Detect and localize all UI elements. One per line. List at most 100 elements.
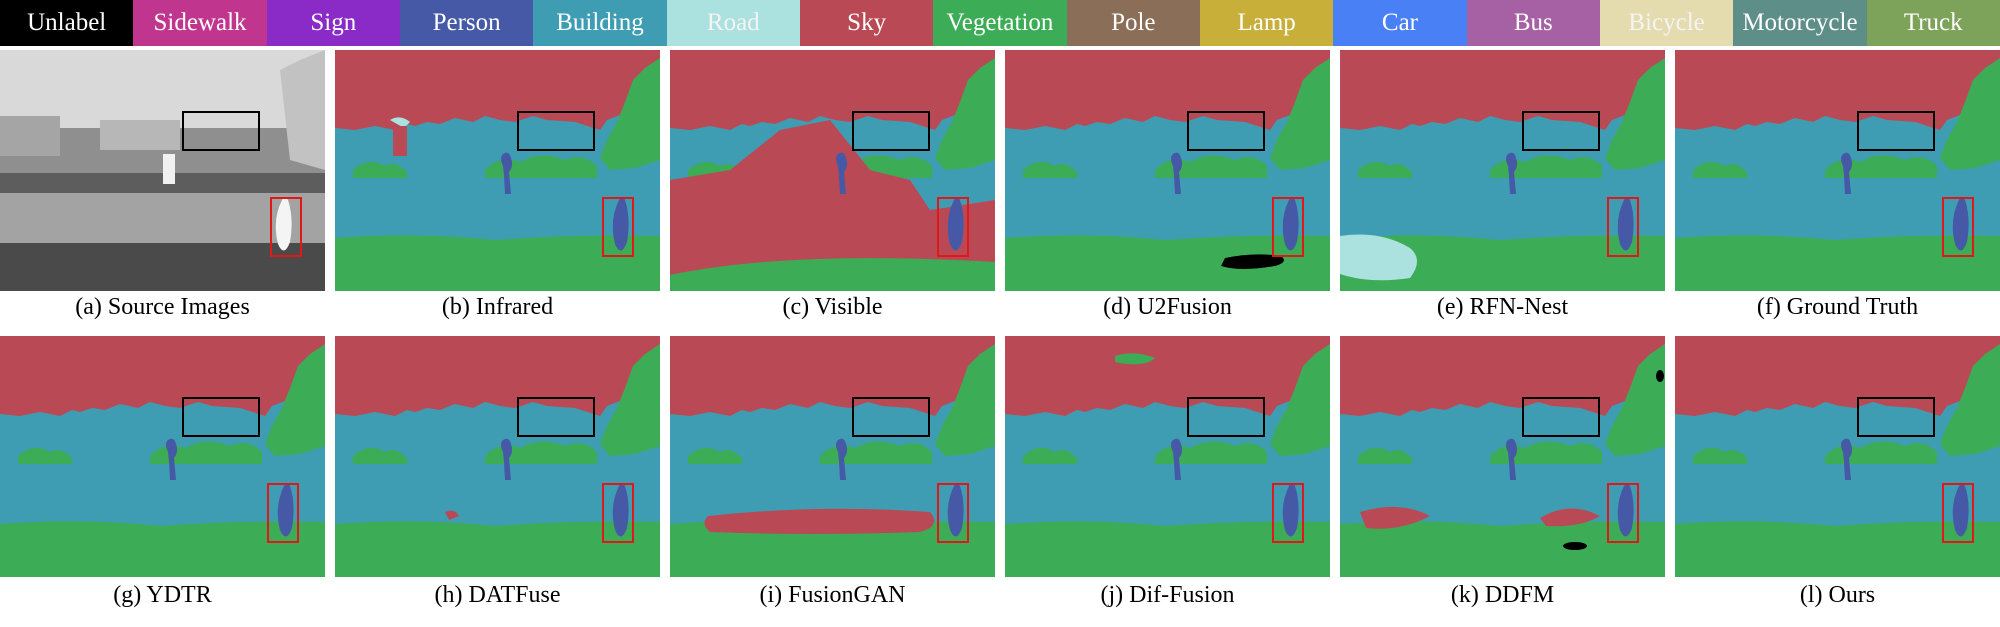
ground-vegetation — [0, 521, 325, 577]
panel-u2fusion — [1005, 50, 1330, 291]
sky-region — [0, 336, 325, 416]
sky-region — [1340, 336, 1665, 416]
highlight-box-black — [1187, 111, 1265, 151]
sky-region — [393, 126, 407, 156]
tree-region — [1940, 58, 2000, 170]
sky-region — [704, 508, 935, 534]
highlight-box-black — [1522, 111, 1600, 151]
legend-item-sign: Sign — [266, 0, 400, 46]
panel-datfuse — [335, 336, 660, 577]
tree-region — [935, 58, 995, 170]
ground-vegetation — [1005, 521, 1330, 577]
segmentation-map — [1005, 336, 1330, 577]
panel-infrared — [335, 50, 660, 291]
caption-datfuse: (h) DATFuse — [434, 582, 561, 608]
vegetation-region — [1825, 441, 1937, 464]
legend-item-vegetation: Vegetation — [933, 0, 1067, 46]
tree-region — [1605, 344, 1665, 456]
highlight-box-red — [267, 483, 299, 543]
highlight-box-red — [1942, 197, 1974, 257]
person-standing — [1841, 152, 1853, 194]
vegetation-region — [1023, 161, 1077, 178]
unlabel-region — [1656, 370, 1664, 382]
road-region — [1340, 234, 1417, 281]
unlabel-region — [1221, 254, 1284, 269]
panel-rfn-nest — [1340, 50, 1665, 291]
highlight-box-black — [1522, 397, 1600, 437]
highlight-box-black — [1857, 111, 1935, 151]
person-walking — [1617, 197, 1634, 251]
ground-vegetation — [1340, 521, 1665, 577]
segmentation-map — [1675, 50, 2000, 291]
sky-region — [1005, 50, 1330, 130]
vegetation-region — [1693, 447, 1747, 464]
caption-dif-fusion: (j) Dif-Fusion — [1100, 582, 1235, 608]
legend-item-pole: Pole — [1066, 0, 1200, 46]
person-standing — [836, 152, 848, 194]
highlight-box-red — [937, 483, 969, 543]
segmentation-map — [1340, 50, 1665, 291]
legend-item-bicycle: Bicycle — [1599, 0, 1734, 46]
person-walking — [612, 483, 629, 537]
person-walking — [947, 197, 964, 251]
sky-region — [670, 336, 995, 416]
person-standing — [1841, 438, 1853, 480]
sky-region — [335, 50, 660, 130]
legend-item-lamp: Lamp — [1199, 0, 1334, 46]
person-standing — [1171, 438, 1183, 480]
ground-vegetation — [1340, 235, 1665, 291]
road-region — [390, 117, 410, 128]
sky-region — [335, 336, 660, 416]
highlight-box-red — [270, 197, 302, 257]
person-standing — [501, 152, 513, 194]
caption-ground-truth: (f) Ground Truth — [1756, 294, 1919, 320]
vegetation-region — [353, 161, 407, 178]
segmentation-map — [670, 50, 995, 291]
segmentation-map — [1005, 50, 1330, 291]
vegetation-region — [1115, 353, 1155, 365]
highlight-box-black — [182, 397, 260, 437]
caption-ydtr: (g) YDTR — [113, 582, 212, 608]
person-walking — [277, 483, 294, 537]
highlight-box-red — [1942, 483, 1974, 543]
ground-vegetation — [1675, 235, 2000, 291]
caption-ours: (l) Ours — [1799, 582, 1876, 608]
fence-region — [0, 173, 325, 193]
panel-ddfm — [1340, 336, 1665, 577]
ground-vegetation — [1005, 235, 1330, 291]
segmentation-map — [1340, 336, 1665, 577]
vegetation-region — [485, 155, 597, 178]
highlight-box-black — [517, 111, 595, 151]
person-walking — [275, 197, 292, 251]
tree-region — [1270, 58, 1330, 170]
vegetation-region — [485, 441, 597, 464]
panel-source-images — [0, 50, 325, 291]
person-standing — [836, 438, 848, 480]
sky-region — [1540, 508, 1600, 527]
vegetation-region — [150, 441, 262, 464]
legend-item-road: Road — [666, 0, 800, 46]
person-standing — [1506, 152, 1518, 194]
tree-region — [265, 344, 325, 456]
panel-ground-truth — [1675, 50, 2000, 291]
highlight-box-black — [1857, 397, 1935, 437]
sky-region — [1675, 336, 2000, 416]
person-standing — [163, 154, 175, 184]
ground-vegetation — [335, 521, 660, 577]
tree-region — [1605, 58, 1665, 170]
sky-region — [1005, 336, 1330, 416]
person-standing — [166, 438, 178, 480]
caption-rfn-nest: (e) RFN-Nest — [1436, 294, 1569, 320]
legend-item-unlabel: Unlabel — [0, 0, 134, 46]
panel-fusiongan — [670, 336, 995, 577]
segmentation-map — [335, 50, 660, 291]
person-standing — [1171, 152, 1183, 194]
tree-region — [600, 58, 660, 170]
caption-visible: (c) Visible — [782, 294, 883, 320]
vegetation-region — [1490, 441, 1602, 464]
person-standing — [501, 438, 513, 480]
sky-region — [670, 120, 995, 291]
ground-vegetation — [670, 521, 995, 577]
highlight-box-black — [852, 111, 930, 151]
